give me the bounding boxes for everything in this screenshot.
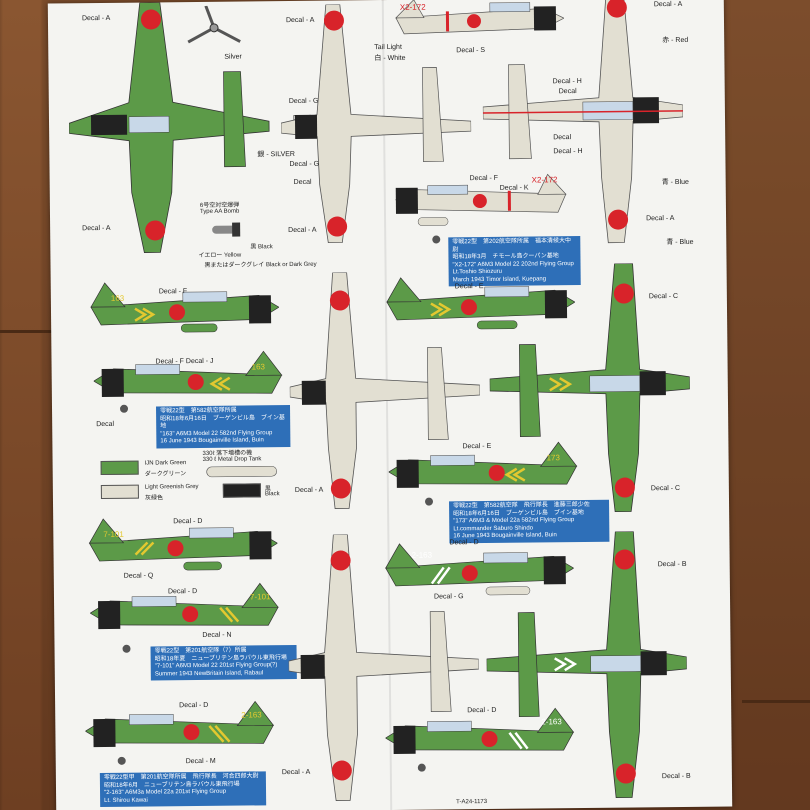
decal-label: Decal - E: [454, 283, 484, 291]
decal-label: Decal: [558, 88, 577, 96]
decal-label: Decal - G: [433, 593, 464, 601]
decal-label: Decal - S: [456, 46, 486, 55]
tail-code: 7-101: [103, 530, 124, 539]
decal-label: Decal - H: [553, 147, 583, 156]
red-label: 赤 - Red: [662, 36, 689, 45]
decal-label: Decal - M: [185, 757, 216, 766]
blue-label: 青 - Blue: [666, 238, 694, 247]
aircraft-side-view-2-163-c: 2-163: [385, 704, 576, 778]
swatch-label: ダークグリーン: [144, 471, 187, 478]
aircraft-side-view-163: 163: [89, 277, 280, 339]
decal-label: Decal - G: [289, 160, 320, 169]
info-line: Lt. Shirou Kawai: [104, 797, 148, 804]
aircraft-side-view-163-b: 163: [93, 347, 284, 419]
decal-label: Decal - F: [469, 174, 499, 183]
decal-label: Decal - D: [449, 539, 479, 547]
black-label: 黒 Black: [250, 244, 273, 251]
aircraft-side-view-x2-172-b: X2-172: [388, 168, 569, 250]
aircraft-top-view-green: [68, 1, 281, 261]
decal-label: Decal: [292, 114, 311, 122]
aircraft-side-view-7-101: 7-101: [87, 511, 278, 575]
aircraft-top-view-green-173: [489, 263, 692, 515]
aircraft-top-view-grey: [280, 3, 473, 245]
decal-label: Decal - D: [467, 706, 497, 715]
white-label: 白 - White: [374, 54, 406, 63]
decal-label: Decal: [553, 134, 572, 142]
drop-tank-label: 330ℓ 落下増槽の機 330 ℓ Metal Drop Tank: [202, 450, 262, 463]
info-box-7-101: 零戦22型 第201航空隊（7）所属 昭和18年夏 ニューブリテン島ラバウル東飛…: [150, 644, 297, 681]
tail-code: X2-172: [532, 175, 558, 184]
tail-code: X2-172: [400, 3, 426, 12]
decal-label: Decal - A: [288, 226, 317, 235]
silver-label: Silver: [224, 53, 242, 61]
decal-label: Decal - F Decal - J: [155, 357, 214, 366]
painting-guide-sheet: Decal - A Decal - A Silver 銀 - SILVER 6号…: [47, 0, 733, 810]
aircraft-side-view-2-163: 2-163: [85, 697, 276, 771]
table-seam: [742, 700, 810, 703]
blue-label: 青 - Blue: [661, 178, 689, 187]
tail-code: 173: [547, 453, 561, 462]
aircraft-side-view-7-101-b: 7-101: [89, 577, 281, 659]
info-box-163: 零戦22型 第582航空隊所属 昭和18年6月16日 ブーゲンビル島 ブイン基地…: [156, 405, 291, 448]
bomb-icon: [210, 220, 242, 240]
decal-label: Decal - A: [82, 224, 111, 233]
propeller-diagram: [184, 5, 244, 51]
bomb-label: 6号空対空爆弾 Type AA Bomb: [199, 202, 240, 215]
color-swatch-green: [100, 460, 139, 476]
table-seam: [0, 330, 62, 333]
tail-code: 163: [111, 294, 125, 303]
aircraft-top-view-grey-3: [287, 533, 480, 805]
swatch-label: IJN Dark Green: [144, 460, 187, 467]
decal-label: Decal - D: [167, 588, 198, 596]
aircraft-side-view-2-163-b: 2-163: [383, 538, 575, 604]
aircraft-side-view-x2-172: X2-172: [394, 0, 565, 48]
decal-label: Decal: [293, 178, 312, 186]
yellow-label: イエロー Yellow: [198, 252, 242, 259]
tail-code: 7-101: [250, 592, 271, 601]
decal-label: Decal - G: [288, 97, 319, 106]
decal-label: Decal - A: [281, 768, 311, 777]
decal-label: Decal - E: [462, 442, 492, 451]
decal-label: Decal - A: [81, 14, 111, 23]
info-line: 零戦22型 第202航空隊所属 福本清候大中尉: [452, 238, 572, 253]
decal-label: Decal - B: [661, 772, 691, 781]
decal-label: Decal - D: [179, 701, 209, 710]
decal-label: Decal - B: [657, 560, 687, 569]
decal-label: Decal - N: [202, 631, 232, 639]
swatch-label: 灰緑色: [144, 495, 164, 502]
tail-code: 2-163: [541, 717, 562, 726]
color-swatch-black: [222, 483, 261, 498]
swatch-label: Light Greenish Grey: [144, 484, 199, 491]
info-box-2-163: 零戦22型甲 第201航空隊所属 飛行隊長 河合四郎大尉 昭和18年6月 ニュー…: [99, 771, 267, 808]
info-line: 昭和18年6月16日 ブーゲンビル島 ブイン基地: [160, 414, 285, 430]
swatch-label: Black: [264, 491, 280, 498]
drop-tank-diagram: [205, 463, 285, 480]
decal-label: Decal - A: [646, 215, 675, 223]
info-line: 16 June 1943 Bougainville Island, Buin: [160, 437, 264, 445]
color-swatch-grey: [100, 484, 139, 500]
aircraft-top-view-x2-172: [482, 0, 685, 249]
decal-label: Decal - A: [653, 0, 683, 9]
tail-code: 2-163: [412, 551, 433, 560]
tail-code: 163: [252, 362, 266, 371]
footer-code: T-A24-1173: [456, 799, 488, 806]
info-line: Summer 1943 NewBritain Island, Rabaul: [154, 669, 264, 677]
decal-label: Decal - K: [499, 184, 529, 192]
aircraft-side-view-173: [385, 272, 576, 338]
decal-label: Decal - A: [285, 16, 315, 25]
decal-label: Decal - H: [552, 77, 582, 86]
decal-label: Decal: [96, 420, 115, 429]
decal-label: Decal - C: [650, 484, 681, 493]
black-dark-label: 黒またはダークグレイ Black or Dark Grey: [204, 261, 317, 269]
decal-label: Decal - D: [173, 517, 203, 526]
decal-label: Decal - C: [648, 292, 679, 301]
aircraft-top-view-grey-2: [289, 271, 482, 513]
info-line: "7-101" A6M3 Model 22 201st Flying Group…: [154, 662, 278, 670]
tail-code: 2-163: [241, 710, 262, 719]
decal-label: Decal - A: [294, 486, 324, 495]
aircraft-top-view-green-2-163: [485, 531, 688, 803]
aircraft-side-view-173-b: 173: [388, 438, 579, 512]
decal-label: Decal - F: [158, 288, 188, 296]
